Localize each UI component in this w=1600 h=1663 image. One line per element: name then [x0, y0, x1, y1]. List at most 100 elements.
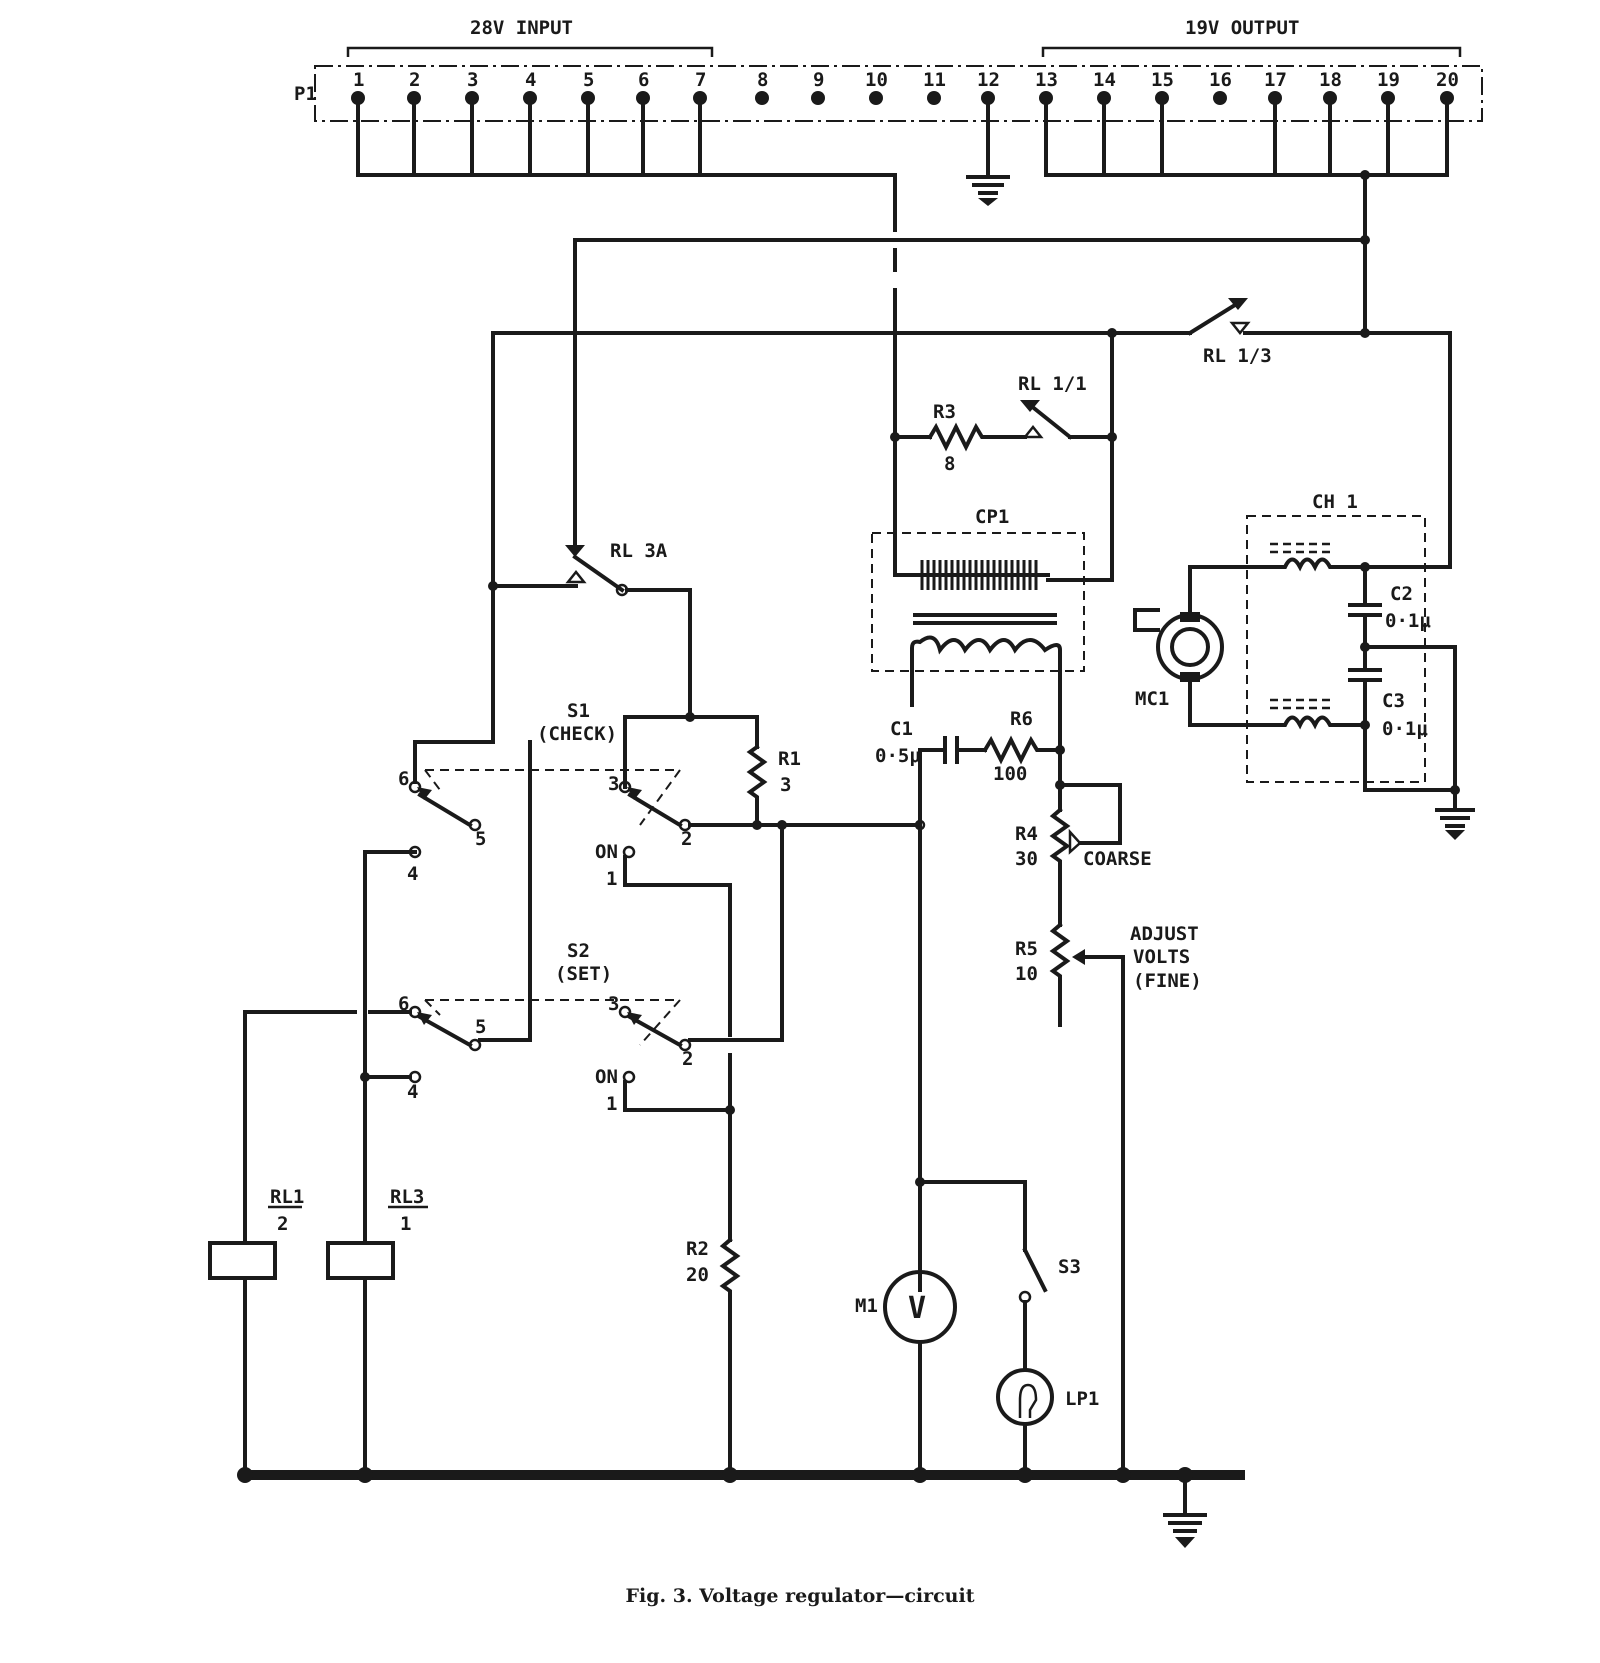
- r4-value: 30: [1015, 848, 1038, 870]
- r4-label: R4: [1015, 823, 1038, 845]
- pin-terminal: [811, 91, 825, 105]
- s1a-t5: 5: [475, 828, 486, 850]
- s2b-on: ON: [595, 1066, 618, 1088]
- output-bus: [1044, 96, 1449, 177]
- r2-value: 20: [686, 1264, 709, 1286]
- input-bus: [356, 96, 897, 232]
- pin-terminal: [1213, 91, 1227, 105]
- r1-value: 3: [780, 774, 791, 796]
- r3-branch: R3 8 RL 1/1: [893, 328, 1114, 582]
- relay-contact-rl13: RL 1/3: [1187, 298, 1272, 367]
- junction-dots: [360, 170, 1460, 1187]
- adjust-line1: ADJUST: [1130, 923, 1199, 945]
- c1-label: C1: [890, 718, 913, 740]
- c3-value: 0·1μ: [1382, 718, 1428, 740]
- relay-coils: RL1 2 RL3 1: [208, 1186, 428, 1477]
- s3-label: S3: [1058, 1256, 1081, 1278]
- r5-label: R5: [1015, 938, 1038, 960]
- s1b-t1: 1: [606, 868, 617, 890]
- relay-contact-rl3a: RL 3A: [491, 338, 692, 719]
- s2-name: (SET): [555, 963, 612, 985]
- pin-number: 3: [467, 69, 478, 91]
- s1b-t2: 2: [681, 828, 692, 850]
- pin-terminal: [755, 91, 769, 105]
- pin-number: 10: [865, 69, 888, 91]
- pin-number: 6: [638, 69, 649, 91]
- pin-number: 15: [1151, 69, 1174, 91]
- pin-number: 8: [757, 69, 768, 91]
- pin-terminal: [869, 91, 883, 105]
- component-cp1: CP1: [871, 506, 1085, 747]
- mc1-label: MC1: [1135, 688, 1169, 710]
- output-rail: [491, 173, 1452, 569]
- rl3-label: RL3: [390, 1186, 424, 1208]
- lp1-label: LP1: [1065, 1388, 1099, 1410]
- pin-number: 7: [695, 69, 706, 91]
- c2-label: C2: [1390, 583, 1413, 605]
- connector-label: P1: [294, 83, 317, 105]
- cp1-label: CP1: [975, 506, 1009, 528]
- rl11-label: RL 1/1: [1018, 373, 1087, 395]
- motor-mc1: MC1: [1133, 565, 1224, 727]
- s1b-t3: 3: [608, 773, 619, 795]
- c3-label: C3: [1382, 690, 1405, 712]
- ground-pin12: [966, 96, 1010, 206]
- adjust-line3: (FINE): [1133, 970, 1202, 992]
- adjust-line2: VOLTS: [1133, 946, 1190, 968]
- r5-value: 10: [1015, 963, 1038, 985]
- s1a-t6: 6: [398, 768, 409, 790]
- m1-symbol: V: [908, 1291, 926, 1326]
- meter-lamp-branch: V M1 S3 LP1: [855, 823, 1099, 1477]
- pin-number: 19: [1377, 69, 1400, 91]
- s2a-t5: 5: [475, 1016, 486, 1038]
- s2a-t6: 6: [398, 993, 409, 1015]
- connector-p1: P1 28V INPUT 19V OUTPUT: [294, 17, 1483, 122]
- r6-value: 100: [993, 763, 1027, 785]
- m1-label: M1: [855, 1295, 878, 1317]
- s1a-t4: 4: [407, 863, 418, 885]
- rl1-label: RL1: [270, 1186, 304, 1208]
- pin-number: 20: [1436, 69, 1459, 91]
- pin-number: 14: [1093, 69, 1116, 91]
- output-group-label: 19V OUTPUT: [1185, 17, 1299, 39]
- r2-label: R2: [686, 1238, 709, 1260]
- pin-number: 11: [923, 69, 946, 91]
- pin-number: 16: [1209, 69, 1232, 91]
- pin-number: 2: [409, 69, 420, 91]
- pin-number: 5: [583, 69, 594, 91]
- pin-number: 12: [977, 69, 1000, 91]
- pin-number: 18: [1319, 69, 1342, 91]
- r1-label: R1: [778, 748, 801, 770]
- switch-s2: S2 (SET) 6 5 4 3 2 ON 1: [243, 823, 784, 1245]
- pin-number: 4: [525, 69, 536, 91]
- ch1-label: CH 1: [1312, 491, 1358, 513]
- s1b-on: ON: [595, 841, 618, 863]
- pin-number: 9: [813, 69, 824, 91]
- rl3a-label: RL 3A: [610, 540, 668, 562]
- pin-number: 17: [1264, 69, 1287, 91]
- input-group-label: 28V INPUT: [470, 17, 573, 39]
- s2b-t3: 3: [608, 993, 619, 1015]
- resistor-r2: R2 20: [686, 1237, 741, 1477]
- filter-ch1: CH 1 C2 0·1μ C3 0·1μ: [1188, 491, 1475, 840]
- s2a-t4: 4: [407, 1081, 418, 1103]
- r3-value: 8: [944, 453, 955, 475]
- s2b-t2: 2: [682, 1048, 693, 1070]
- r6-label: R6: [1010, 708, 1033, 730]
- c1-value: 0·5μ: [875, 745, 921, 767]
- r3-label: R3: [933, 401, 956, 423]
- rl13-label: RL 1/3: [1203, 345, 1272, 367]
- s2b-t1: 1: [606, 1093, 617, 1115]
- s2-label: S2: [567, 940, 590, 962]
- rl1-sub: 2: [277, 1213, 288, 1235]
- pin-number: 1: [353, 69, 364, 91]
- ground-bus: [237, 1467, 1245, 1548]
- adjust-network: C1 0·5μ R6 100 R4 30 COARSE R5 10 ADJUST…: [875, 708, 1202, 1477]
- rl3-sub: 1: [400, 1213, 411, 1235]
- pin-terminal: [927, 91, 941, 105]
- s1-name: (CHECK): [537, 723, 617, 745]
- r4-note: COARSE: [1083, 848, 1152, 870]
- pin-number: 13: [1035, 69, 1058, 91]
